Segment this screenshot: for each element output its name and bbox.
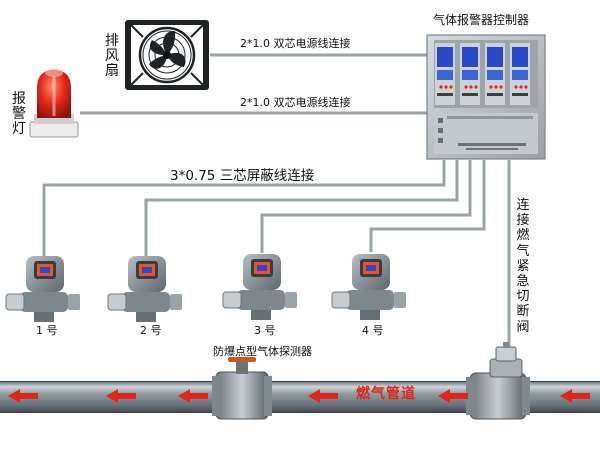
detector-caption: 防爆点型气体探测器: [213, 345, 312, 358]
gas-detector-icon: [5, 254, 406, 322]
detector-3-label: 3 号: [254, 324, 276, 337]
light-cable-label: 2*1.0 双芯电源线连接: [240, 96, 351, 109]
detector-4-label: 4 号: [362, 324, 384, 337]
cable-detector-4: [369, 160, 486, 252]
alarm-light-label: 报警灯: [12, 91, 26, 138]
flow-arrow-left-icon: [8, 389, 590, 403]
fan-cable-label: 2*1.0 双芯电源线连接: [240, 37, 351, 50]
controller-panel-icon: [426, 34, 546, 160]
detector-cable-label: 3*0.75 三芯屏蔽线连接: [170, 168, 315, 184]
pipeline-label: 燃气管道: [356, 386, 416, 402]
alarm-light-icon: [29, 69, 79, 138]
valve-cable-label: 连接燃气紧急切断阀: [516, 198, 530, 335]
shutoff-valve-icon: [466, 342, 530, 420]
cable-detector-3: [260, 160, 472, 253]
detector-2-label: 2 号: [140, 324, 162, 337]
cable-detector-2: [144, 160, 459, 256]
controller-title: 气体报警器控制器: [433, 13, 530, 27]
cable-detector-1: [42, 160, 446, 256]
manual-valve-icon: [212, 357, 272, 420]
detector-1-label: 1 号: [36, 324, 58, 337]
fan-icon: [125, 20, 209, 90]
fan-label: 排风扇: [105, 33, 119, 80]
